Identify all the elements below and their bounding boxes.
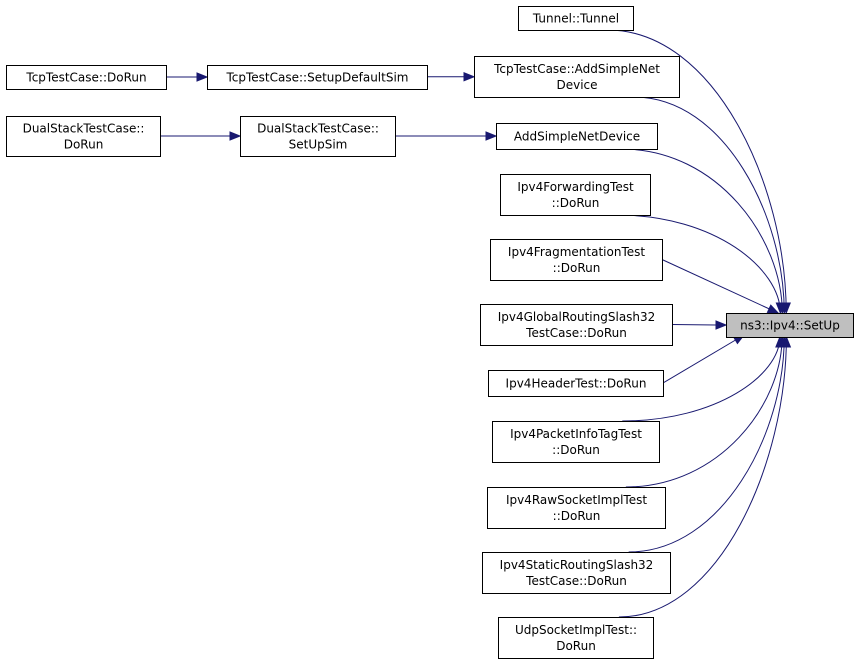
node-label: Ipv4GlobalRoutingSlash32 xyxy=(498,310,656,324)
edge-line xyxy=(661,259,779,314)
edge-line xyxy=(618,336,787,618)
node-tunnel[interactable]: Tunnel::Tunnel xyxy=(518,6,634,31)
node-label: TcpTestCase::SetupDefaultSim xyxy=(225,71,408,85)
arrowhead xyxy=(715,320,728,330)
node-box xyxy=(492,421,660,463)
edge-line xyxy=(622,336,781,422)
node-label: TestCase::DoRun xyxy=(525,326,627,340)
node-tcp-addsimple[interactable]: TcpTestCase::AddSimpleNetDevice xyxy=(474,56,680,98)
edge-dualstack-setup-to-addsimple xyxy=(395,131,498,141)
edge-frag-to-setup xyxy=(661,259,780,314)
node-label: ::DoRun xyxy=(552,443,600,457)
edge-fwd-to-setup xyxy=(616,214,786,315)
node-frag[interactable]: Ipv4FragmentationTest::DoRun xyxy=(490,239,663,281)
edge-line xyxy=(671,324,717,326)
node-label: TcpTestCase::AddSimpleNet xyxy=(493,62,660,76)
node-label: TcpTestCase::DoRun xyxy=(25,71,146,85)
node-label: DoRun xyxy=(64,138,104,152)
node-dualstack-dorun[interactable]: DualStackTestCase::DoRun xyxy=(6,116,161,157)
node-label: ns3::Ipv4::SetUp xyxy=(740,319,840,333)
node-box xyxy=(487,487,666,529)
node-box xyxy=(240,116,396,157)
node-label: UdpSocketImplTest:: xyxy=(515,623,637,637)
node-dualstack-setup[interactable]: DualStackTestCase::SetUpSim xyxy=(240,116,396,157)
node-label: SetUpSim xyxy=(289,138,348,152)
node-box xyxy=(207,65,428,90)
node-label: ::DoRun xyxy=(553,261,601,275)
node-rawsock[interactable]: Ipv4RawSocketImplTest::DoRun xyxy=(487,487,666,529)
nodes-layer: Tunnel::TunnelTcpTestCase::AddSimpleNetD… xyxy=(6,6,854,659)
node-box xyxy=(480,304,673,346)
arrowhead xyxy=(463,72,476,82)
edge-line xyxy=(662,334,745,384)
node-box xyxy=(488,370,664,397)
node-box xyxy=(498,617,654,659)
node-tcp-setupdefault[interactable]: TcpTestCase::SetupDefaultSim xyxy=(207,65,428,90)
node-setup[interactable]: ns3::Ipv4::SetUp xyxy=(726,313,854,338)
edge-line xyxy=(607,29,787,314)
edge-udpsock-to-setup xyxy=(618,335,792,618)
node-fwd[interactable]: Ipv4ForwardingTest::DoRun xyxy=(500,174,651,216)
arrowhead xyxy=(485,131,498,141)
node-header[interactable]: Ipv4HeaderTest::DoRun xyxy=(488,370,664,397)
node-label: ::DoRun xyxy=(553,509,601,523)
node-box xyxy=(518,6,634,31)
edge-header-to-setup xyxy=(662,334,746,384)
arrowhead xyxy=(781,335,792,348)
node-label: Ipv4ForwardingTest xyxy=(517,180,634,194)
edge-globalrt-to-setup xyxy=(671,320,728,330)
node-label: DualStackTestCase:: xyxy=(257,122,379,136)
node-label: Ipv4FragmentationTest xyxy=(508,245,645,259)
arrowhead xyxy=(775,302,786,315)
node-addsimple[interactable]: AddSimpleNetDevice xyxy=(496,123,658,150)
edge-line xyxy=(625,336,783,488)
node-label: Ipv4RawSocketImplTest xyxy=(506,493,647,507)
edge-tcp-setupdefault-to-tcp-addsimple xyxy=(427,72,476,82)
edge-line xyxy=(621,148,783,314)
node-label: Ipv4PacketInfoTagTest xyxy=(510,427,642,441)
node-tcp-dorun[interactable]: TcpTestCase::DoRun xyxy=(6,65,167,90)
node-label: Ipv4HeaderTest::DoRun xyxy=(506,377,647,391)
arrowhead xyxy=(766,304,780,314)
node-box xyxy=(482,552,671,594)
node-box xyxy=(490,239,663,281)
node-box xyxy=(6,65,167,90)
edge-line xyxy=(633,96,785,314)
node-box xyxy=(500,174,651,216)
node-label: Ipv4StaticRoutingSlash32 xyxy=(500,558,654,572)
node-label: TestCase::DoRun xyxy=(525,574,627,588)
node-label: Tunnel::Tunnel xyxy=(532,12,619,26)
node-box xyxy=(726,313,854,338)
node-label: ::DoRun xyxy=(552,196,600,210)
node-pktinfo[interactable]: Ipv4PacketInfoTagTest::DoRun xyxy=(492,421,660,463)
arrowhead xyxy=(229,131,242,141)
edge-line xyxy=(628,336,785,553)
node-label: DualStackTestCase:: xyxy=(23,122,145,136)
node-label: AddSimpleNetDevice xyxy=(514,130,640,144)
node-udpsock[interactable]: UdpSocketImplTest::DoRun xyxy=(498,617,654,659)
edge-tcp-dorun-to-tcp-setupdefault xyxy=(166,72,209,82)
edge-dualstack-dorun-to-dualstack-setup xyxy=(160,131,242,141)
arrowhead xyxy=(196,72,209,82)
edges-layer xyxy=(160,29,792,618)
node-box xyxy=(6,116,161,157)
edge-line xyxy=(616,214,781,314)
edge-rawsock-to-setup xyxy=(625,335,787,488)
node-label: DoRun xyxy=(556,639,596,653)
node-label: Device xyxy=(556,78,597,92)
node-box xyxy=(496,123,658,150)
node-box xyxy=(474,56,680,98)
